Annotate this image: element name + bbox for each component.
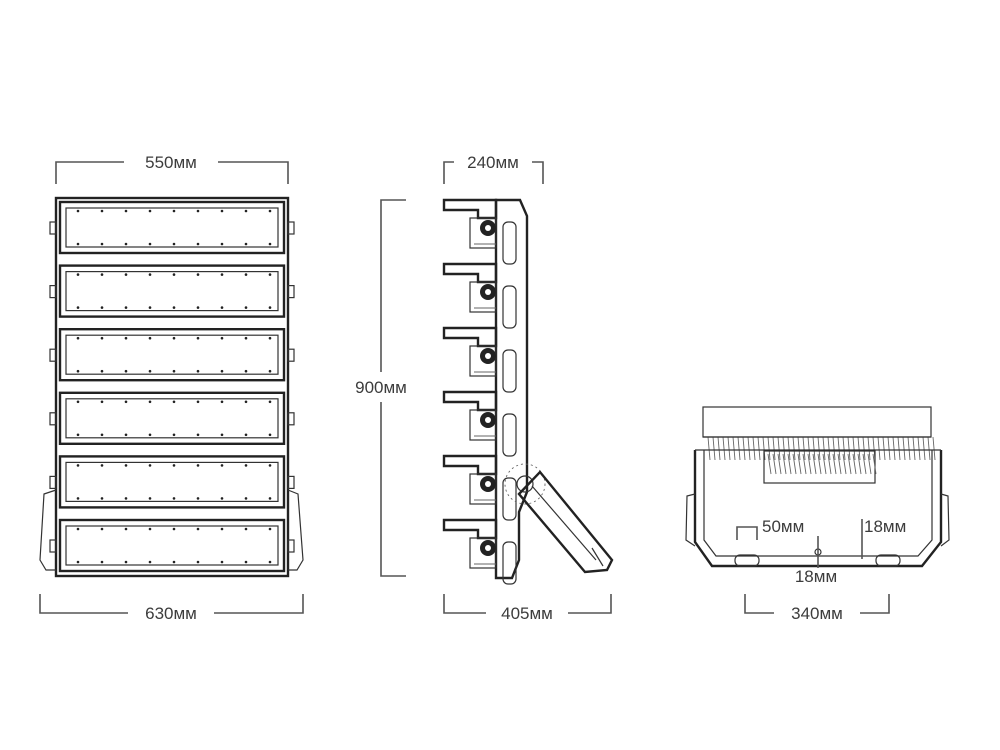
spine-slot bbox=[502, 349, 517, 393]
front-view: 550мм 630мм bbox=[39, 153, 304, 623]
side-spine-slots bbox=[502, 221, 517, 585]
dimension-side-bottom: 405мм bbox=[443, 594, 612, 623]
side-spine bbox=[494, 198, 529, 580]
spine-slot bbox=[502, 221, 517, 265]
dimension-side-height: 900мм bbox=[355, 199, 407, 577]
side-mount-arm bbox=[504, 463, 614, 574]
bottom-housing-inner bbox=[703, 450, 933, 557]
front-module bbox=[49, 518, 295, 573]
dim-label-18-b: 18мм bbox=[795, 567, 837, 586]
spine-slot bbox=[502, 541, 517, 585]
dim-label-50: 50мм bbox=[762, 517, 804, 536]
side-module bbox=[442, 262, 498, 313]
dimension-front-bottom: 630мм bbox=[39, 594, 304, 623]
front-module bbox=[49, 455, 295, 509]
dimension-slot-height: 18мм bbox=[861, 517, 906, 559]
dim-label-900: 900мм bbox=[355, 378, 407, 397]
dim-label-550: 550мм bbox=[145, 153, 197, 172]
side-view: 240мм 900мм 405мм bbox=[355, 153, 614, 623]
side-module bbox=[442, 390, 498, 441]
spine-slot bbox=[502, 413, 517, 457]
front-modules bbox=[49, 200, 295, 573]
front-module bbox=[49, 200, 295, 255]
side-modules bbox=[442, 198, 498, 569]
side-module bbox=[442, 326, 498, 377]
front-module bbox=[49, 264, 295, 318]
side-module bbox=[442, 198, 498, 249]
front-bracket-right bbox=[287, 489, 304, 571]
front-module bbox=[49, 391, 295, 445]
spine-slot bbox=[502, 477, 517, 521]
dim-label-630: 630мм bbox=[145, 604, 197, 623]
bottom-view: 50мм 18мм 18мм 340мм bbox=[685, 406, 950, 623]
mount-slot-left bbox=[734, 554, 760, 567]
bottom-bracket-right bbox=[940, 493, 950, 547]
side-module bbox=[442, 518, 498, 569]
bottom-housing bbox=[693, 450, 943, 568]
front-frame bbox=[54, 196, 290, 578]
dim-label-18-a: 18мм bbox=[864, 517, 906, 536]
bottom-top-housing bbox=[702, 406, 932, 438]
dim-label-240: 240мм bbox=[467, 153, 519, 172]
front-bracket-left bbox=[39, 489, 57, 571]
dim-label-405: 405мм bbox=[501, 604, 553, 623]
dimension-hole-offset: 18мм bbox=[795, 536, 837, 586]
dimension-slot-width: 50мм bbox=[736, 517, 804, 540]
dim-label-340: 340мм bbox=[791, 604, 843, 623]
front-module bbox=[49, 328, 295, 382]
dimension-bottom-width: 340мм bbox=[744, 594, 890, 623]
bottom-bracket-left bbox=[685, 493, 696, 547]
dimension-front-top: 550мм bbox=[55, 153, 289, 184]
heatsink-fins bbox=[703, 436, 936, 461]
driver-box-lines bbox=[767, 453, 877, 475]
side-module bbox=[442, 454, 498, 505]
spine-slot bbox=[502, 285, 517, 329]
mount-slot-right bbox=[875, 554, 901, 567]
dimension-side-top: 240мм bbox=[443, 153, 544, 184]
